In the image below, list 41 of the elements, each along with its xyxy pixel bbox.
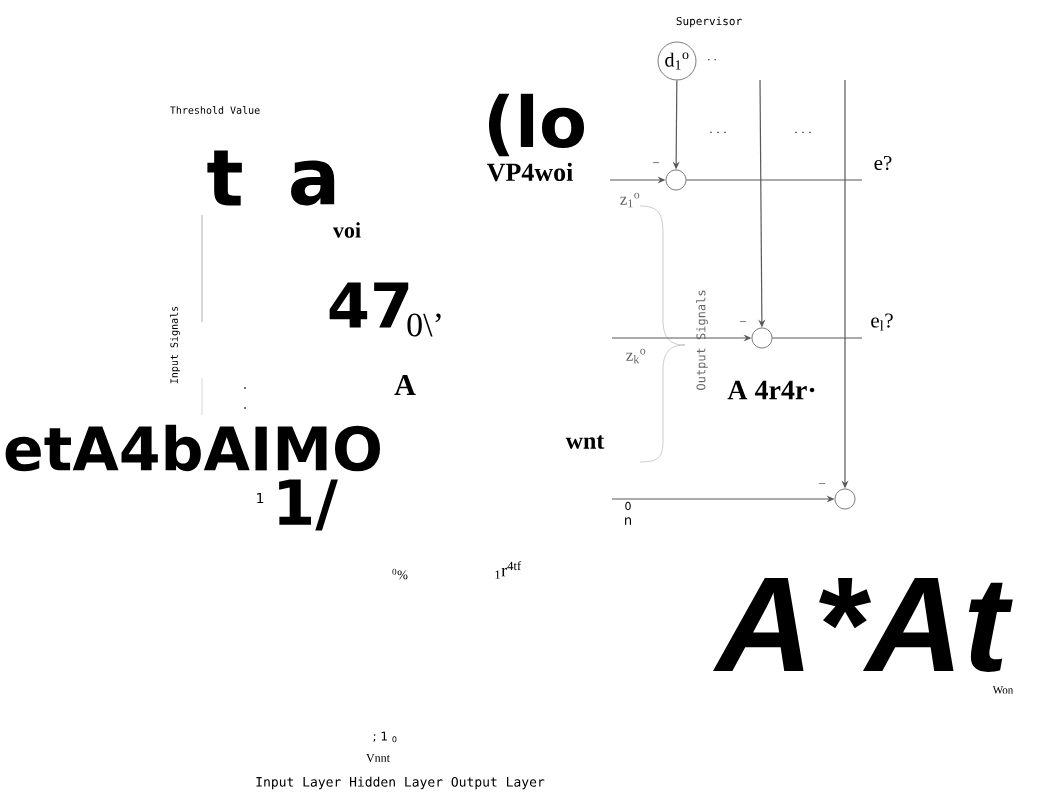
dot-mark: · · · — [710, 131, 726, 134]
summing-circle — [665, 169, 687, 191]
garbled-text: Won — [992, 686, 1014, 694]
axis-label: Input Signals — [170, 306, 180, 384]
summing-circle — [834, 488, 856, 510]
garbled-text: a — [291, 160, 335, 206]
dot-mark: · · · — [795, 131, 811, 134]
garbled-text: A*At — [713, 578, 1013, 672]
garbled-text: A 4r4r· — [727, 380, 815, 400]
garbled-text: wnt — [565, 435, 605, 449]
garbled-text: 1 — [257, 492, 264, 504]
garbled-text: Vnnt — [366, 753, 390, 762]
signal-label: z$_{k}$o — [626, 348, 646, 364]
garbled-text: VP4woi — [486, 162, 573, 182]
minus-sign: − — [652, 162, 660, 164]
minus-sign: − — [818, 483, 826, 485]
layer-labels: Input Layer Hidden Layer Output Layer — [256, 776, 545, 790]
summing-circle — [751, 327, 773, 349]
garbled-text: t — [207, 150, 242, 206]
garbled-text: n — [625, 517, 631, 525]
axis-label: Output Signals — [696, 290, 708, 390]
dot-mark: · · — [708, 58, 716, 61]
garbled-text: A — [394, 375, 416, 395]
garbled-text: $^{0}$% — [392, 568, 408, 580]
garbled-text: etA4bAIMO — [5, 424, 380, 472]
garbled-text: 0 — [625, 501, 631, 511]
garbled-text: ; 1 $_{0}$ — [373, 731, 397, 743]
garbled-text: $_{1}$r$^{4tf}$ — [495, 561, 522, 579]
error-label: e? — [874, 155, 892, 171]
signal-label: z$_{1}$o — [620, 192, 640, 208]
garbled-text: voi — [332, 222, 361, 238]
garbled-text: 47 — [329, 282, 409, 328]
garbled-text: 1/ — [279, 479, 338, 531]
garbled-text: (lo — [489, 93, 585, 157]
dot-mark: · — [244, 407, 246, 409]
garbled-text: 0\’ — [407, 313, 441, 337]
dot-mark: · — [244, 387, 246, 389]
error-label: e$_{l}$? — [871, 313, 893, 331]
title-text: Supervisor — [676, 16, 742, 28]
minus-sign: − — [739, 321, 747, 323]
label-text: Threshold Value — [170, 106, 260, 114]
